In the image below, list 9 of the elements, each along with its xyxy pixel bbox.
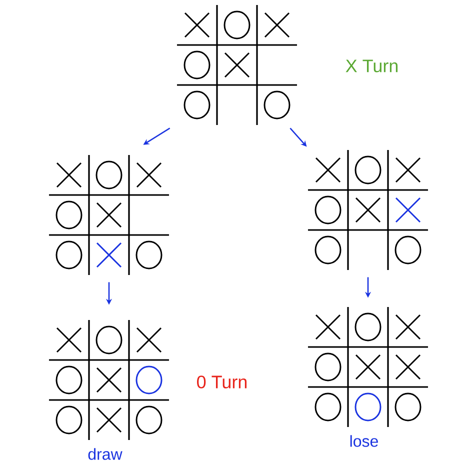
board-drawing — [49, 155, 169, 275]
outcome-label: lose — [350, 435, 378, 447]
board-drawing — [49, 320, 169, 440]
turn-label: X Turn — [346, 60, 398, 72]
board-drawing — [177, 5, 297, 125]
turn-label: 0 Turn — [197, 376, 247, 388]
board-drawing — [308, 307, 428, 427]
outcome-label: draw — [88, 448, 122, 460]
board-drawing — [308, 150, 428, 270]
